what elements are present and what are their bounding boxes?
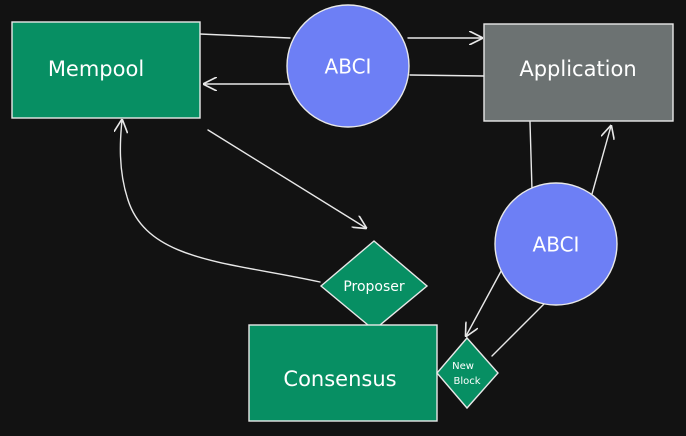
edge-mempool-to-abci [199, 33, 291, 39]
node-proposer[interactable]: Proposer [319, 240, 429, 331]
edge-abci-right-to-consensus [466, 261, 507, 336]
edge-application-to-abci [409, 74, 485, 77]
abci-top-label: ABCI [325, 55, 372, 79]
new-block-label-line1: New [452, 361, 474, 372]
node-abci-top[interactable]: ABCI [286, 4, 410, 128]
consensus-label: Consensus [283, 367, 396, 391]
node-application[interactable]: Application [483, 23, 674, 122]
edge-proposer-to-mempool [120, 120, 321, 283]
node-consensus[interactable]: Consensus [248, 324, 438, 422]
abci-right-circle [494, 182, 618, 306]
proposer-label: Proposer [343, 279, 405, 295]
mempool-box [11, 21, 201, 119]
mempool-label: Mempool [48, 57, 144, 81]
connectors [120, 33, 611, 357]
new-block-label-line2: Block [453, 376, 480, 387]
consensus-box [248, 324, 438, 422]
node-new-block[interactable]: New Block [436, 336, 499, 410]
application-box [483, 23, 674, 122]
edge-newblock-to-abci-right [491, 299, 549, 357]
edge-abci-right-to-application [591, 126, 611, 195]
abci-right-label: ABCI [533, 233, 580, 257]
new-block-diamond [436, 336, 499, 410]
edge-mempool-to-proposer [207, 129, 366, 228]
abci-top-circle [286, 4, 410, 128]
node-mempool[interactable]: Mempool [11, 21, 201, 119]
application-label: Application [519, 57, 636, 81]
edge-application-to-abci-right [529, 121, 533, 191]
node-abci-right[interactable]: ABCI [494, 182, 618, 306]
